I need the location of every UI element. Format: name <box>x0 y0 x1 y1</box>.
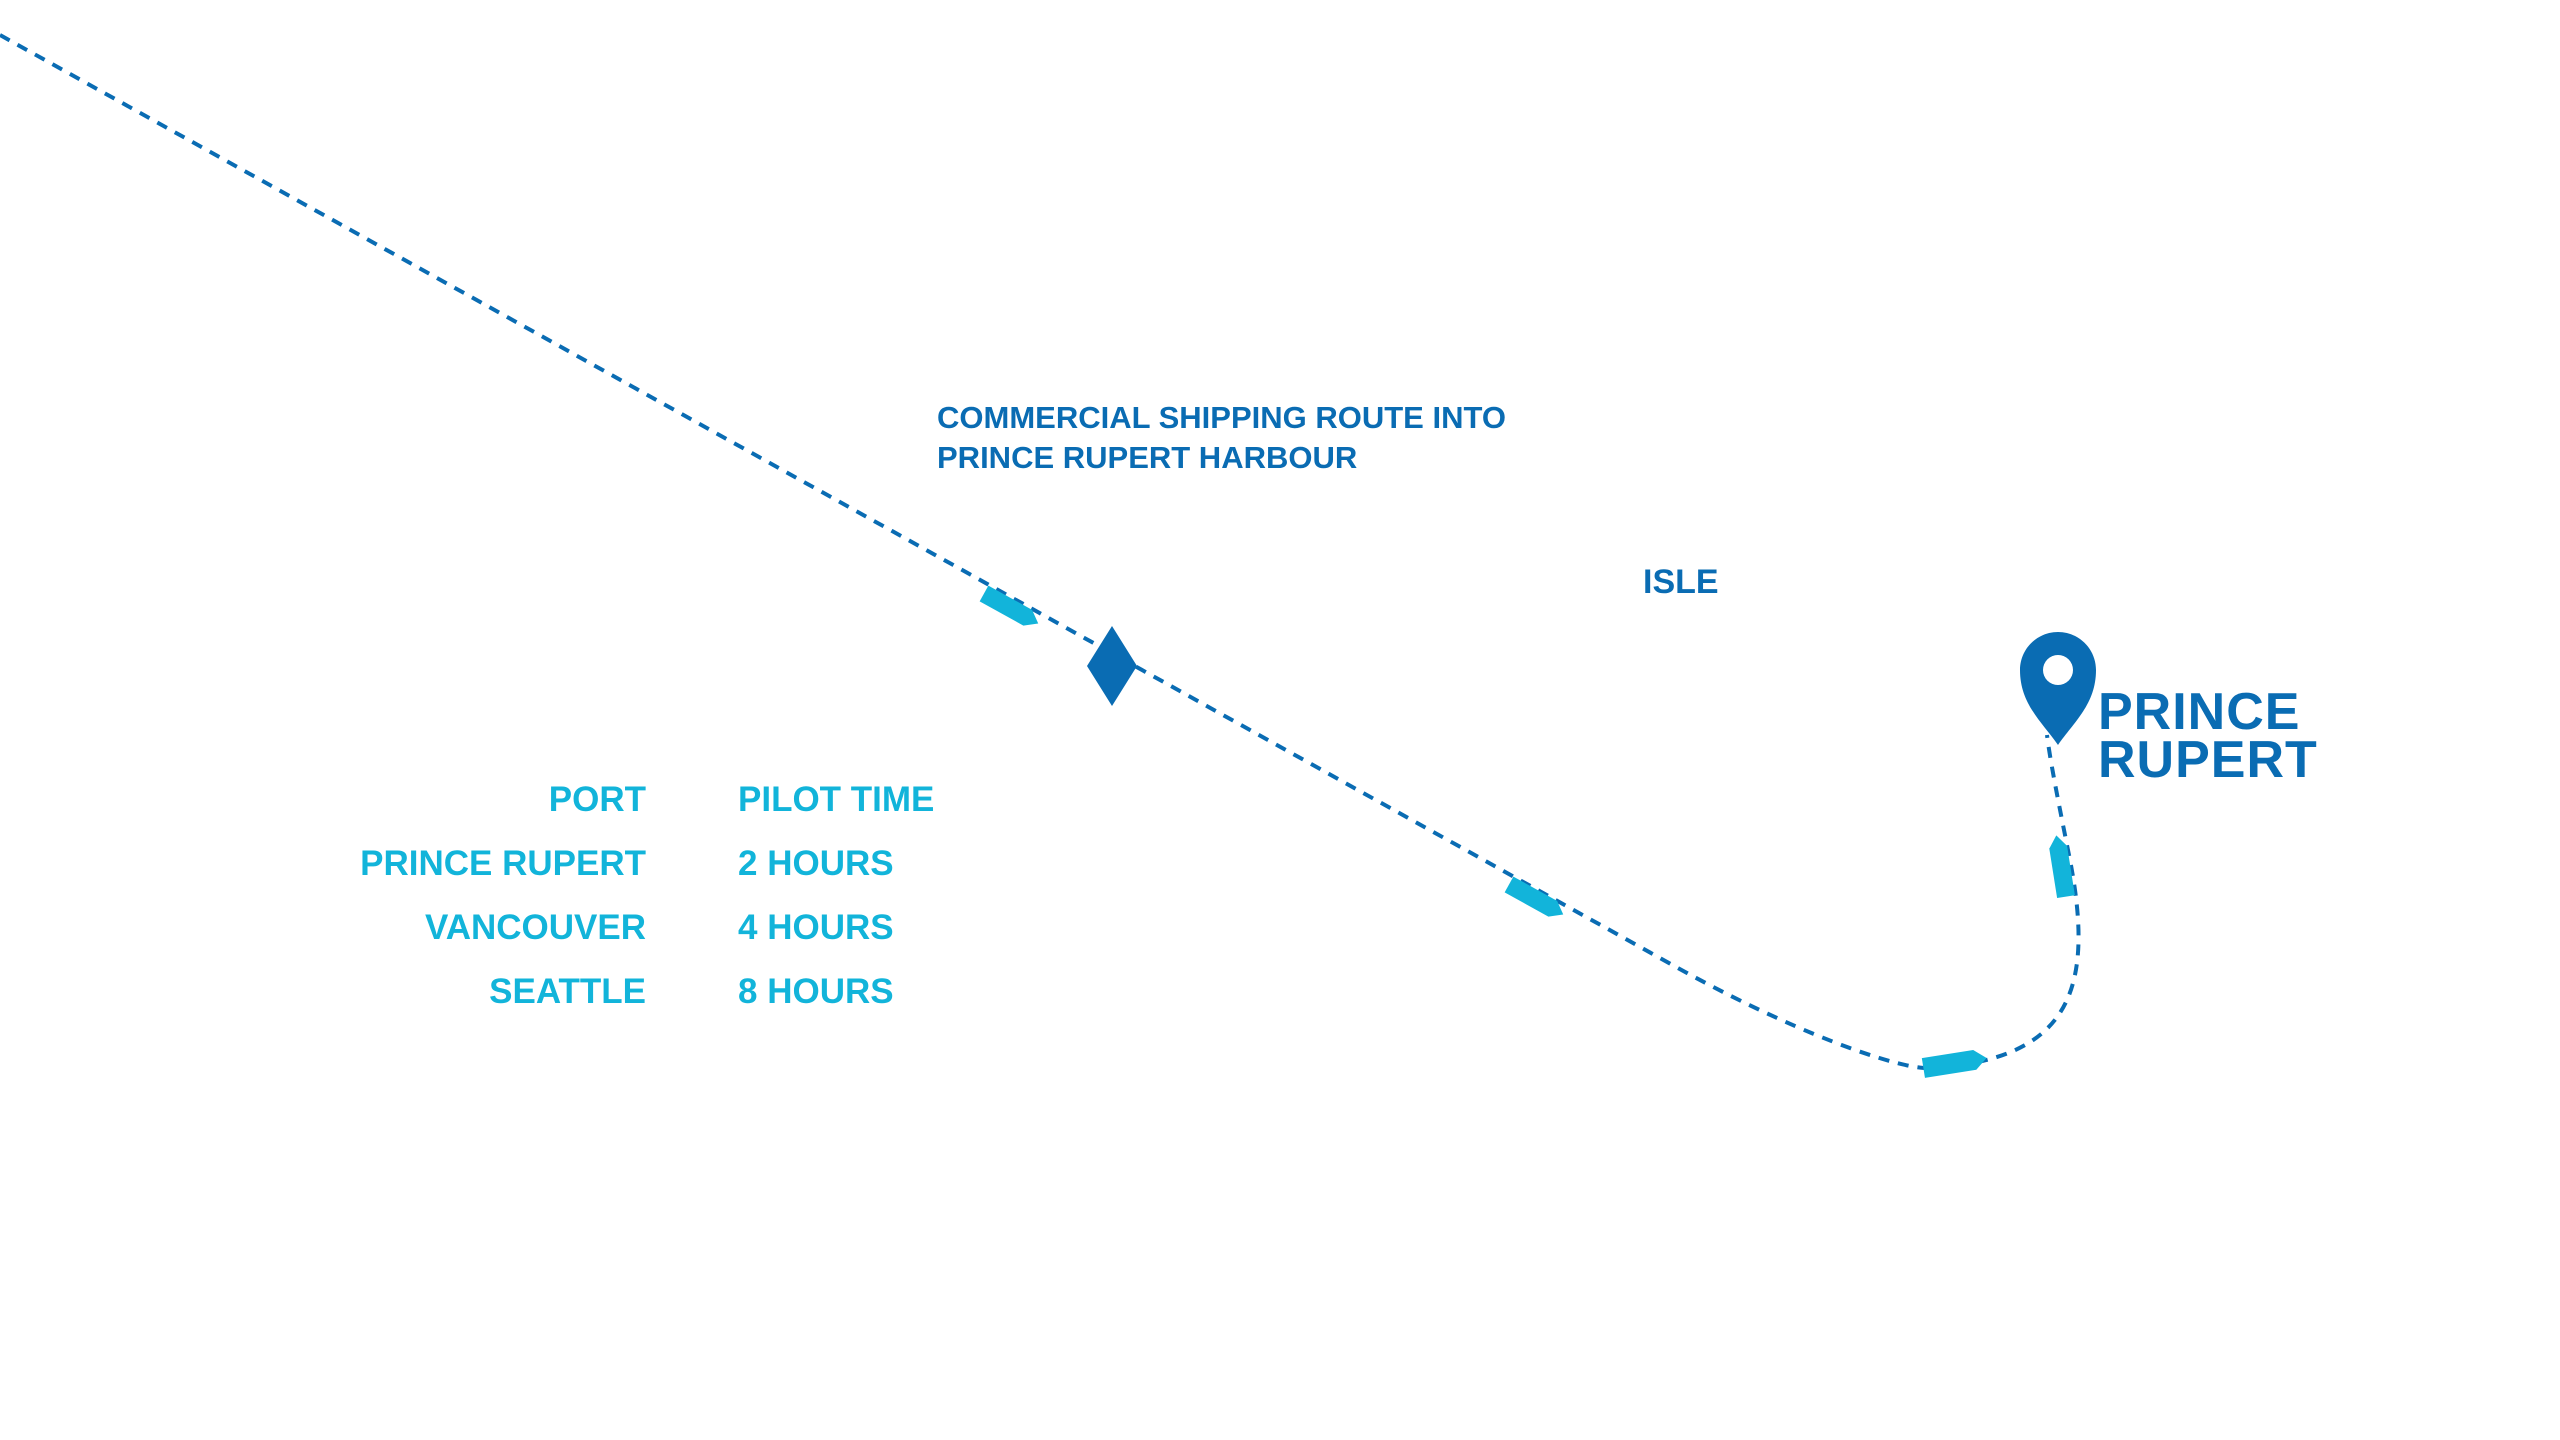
map-pin-icon <box>2020 632 2096 745</box>
port-cell: SEATTLE <box>489 972 646 1011</box>
isle-label: ISLE <box>1643 563 1719 601</box>
route-caption: COMMERCIAL SHIPPING ROUTE INTO PRINCE RU… <box>937 398 1506 478</box>
city-label-line2: RUPERT <box>2098 731 2318 789</box>
port-cell: PRINCE RUPERT <box>360 844 646 883</box>
diamond-marker-icon <box>1087 626 1137 706</box>
shipping-route-line <box>0 33 2081 1071</box>
city-label-line1: PRINCE <box>2098 683 2301 741</box>
destination-city-label: PRINCE RUPERT <box>2098 683 2318 789</box>
route-caption-line2: PRINCE RUPERT HARBOUR <box>937 440 1358 475</box>
pilot-time-cell: 2 HOURS <box>738 844 894 883</box>
port-cell: VANCOUVER <box>424 908 646 947</box>
table-header-row: PORT PILOT TIME <box>300 768 935 832</box>
table-row: VANCOUVER 4 HOURS <box>300 896 934 960</box>
route-caption-line1: COMMERCIAL SHIPPING ROUTE INTO <box>937 400 1506 435</box>
pilot-time-table: PORT PILOT TIME PRINCE RUPERT 2 HOURS VA… <box>300 768 934 1024</box>
table-row: SEATTLE 8 HOURS <box>300 960 934 1024</box>
ship-icon <box>979 585 1039 626</box>
port-column-header: PORT <box>548 780 646 819</box>
ship-icon <box>1504 876 1564 917</box>
table-row: PRINCE RUPERT 2 HOURS <box>300 832 934 896</box>
pilot-time-cell: 8 HOURS <box>738 972 894 1011</box>
pilot-time-cell: 4 HOURS <box>738 908 894 947</box>
ship-icon <box>1921 1049 1987 1078</box>
pilot-time-column-header: PILOT TIME <box>738 780 935 819</box>
ship-icon <box>2049 835 2075 899</box>
